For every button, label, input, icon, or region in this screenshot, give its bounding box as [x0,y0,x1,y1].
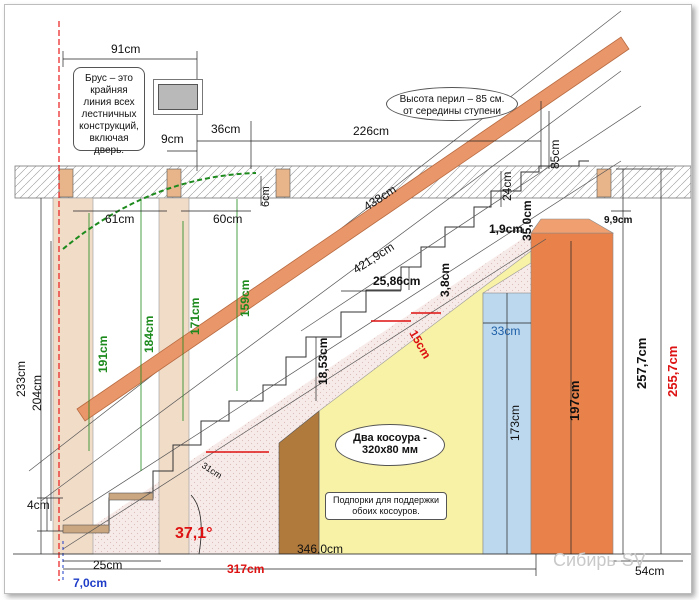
dim-3-8: 3,8cm [438,263,452,297]
dim-421: 421,9cm [350,240,396,277]
watermark: Сибирь-SV [553,550,646,570]
dim-191: 191cm [96,336,110,373]
dim-7: 7,0cm [73,576,107,590]
angle-label: 37,1° [175,525,213,542]
dim-54: 54cm [635,564,664,578]
dim-85: 85cm [548,140,562,169]
joist [58,168,74,198]
cabinet-orange-top [530,218,615,234]
dim-9: 9cm [161,132,184,146]
drawing-frame: 91cm 9cm 36cm 226cm 438cm 421,9cm 6cm 61… [4,4,692,594]
first-step [62,524,110,534]
note-rail-height: Высота перил – 85 см. от середины ступен… [386,87,518,121]
dim-226: 226cm [353,124,389,138]
legend-swatch [153,79,203,115]
dim-60: 60cm [213,212,242,226]
angle-arc [190,494,202,555]
green-dims [88,199,238,471]
dim-6: 6cm [260,186,272,207]
legend-swatch-fill [158,84,198,110]
pillar-middle [158,197,190,555]
pillar-left [52,197,94,555]
dim-61: 61cm [105,212,134,226]
staircase-drawing: 91cm 9cm 36cm 226cm 438cm 421,9cm 6cm 61… [13,10,691,590]
dim-36: 36cm [211,122,240,136]
dim-9-9: 9,9cm [604,215,632,226]
note-supports: Подпорки для поддержки обоих косоуров. [325,492,447,520]
handrail [76,36,630,422]
dim-257-7: 257,7cm [634,338,649,389]
door-arc [62,172,257,250]
joist [275,168,291,198]
dim-317: 317cm [227,562,264,576]
dim-255-7: 255,7cm [665,346,680,397]
black-dims [13,51,691,576]
note-beam: Брус – это крайняя линия всех лестничных… [73,67,145,156]
note-stringers: Два косоура - 320х80 мм [335,424,445,466]
dim-25-86: 25,86cm [373,274,420,288]
dim-33: 33cm [491,324,520,338]
dim-197: 197cm [567,381,582,421]
ceiling-slab [14,165,691,199]
dim-173: 173cm [508,405,522,441]
dim-91: 91cm [111,42,140,56]
dim-24: 24cm [500,172,514,201]
dim-159: 159cm [238,280,252,317]
dim-18-53: 18,53cm [316,338,330,385]
joist [596,168,612,198]
dim-184: 184cm [142,316,156,353]
dim-25: 25cm [93,558,122,572]
stair-steps [63,160,589,532]
dim-204: 204cm [30,375,44,411]
dim-1-9: 1,9cm [489,222,523,236]
dim-346: 346,0cm [297,542,343,556]
second-step [108,492,154,501]
joist [166,168,182,198]
dim-171: 171cm [188,298,202,335]
dim-35: 35,0cm [520,200,534,241]
dim-233: 233cm [14,361,28,397]
dim-4: 4cm [27,498,50,512]
